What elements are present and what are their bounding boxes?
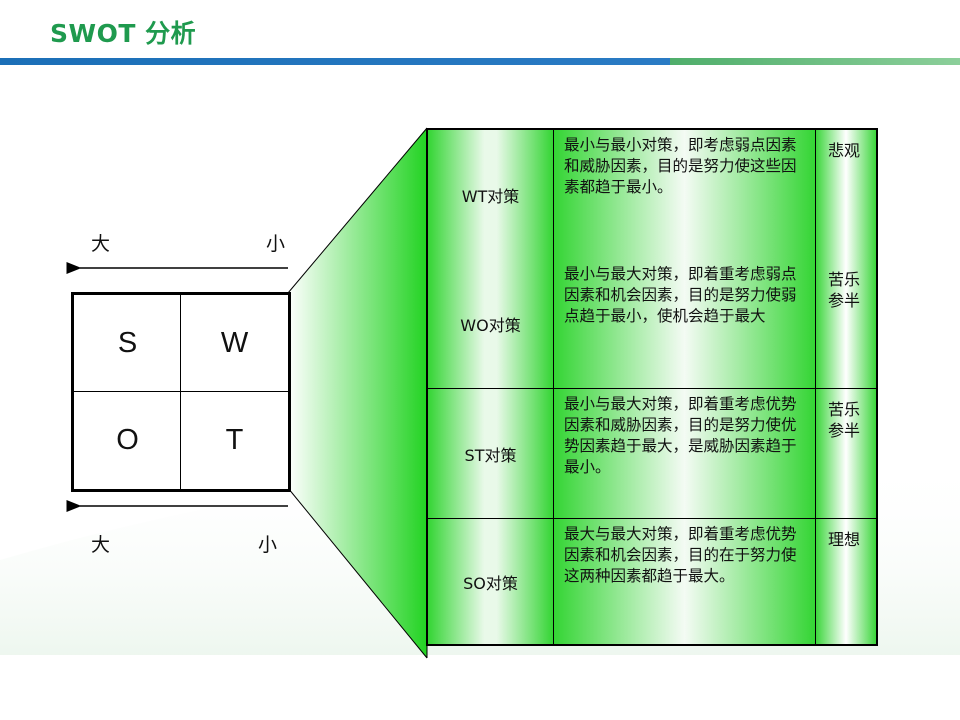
swot-cell-w: W	[220, 327, 249, 359]
top-axis-large-label: 大	[91, 233, 111, 255]
swot-cell-s: S	[117, 327, 138, 359]
funnel-connector	[288, 128, 427, 658]
strategy-name: WO对策	[428, 259, 554, 388]
strategy-description: 最小与最大对策，即着重考虑弱点因素和机会因素，目的是努力使弱点趋于最小，使机会趋…	[554, 259, 816, 388]
header-bar-blue	[0, 58, 670, 65]
strategy-outlook: 悲观	[816, 130, 876, 259]
table-row: WO对策 最小与最大对策，即着重考虑弱点因素和机会因素，目的是努力使弱点趋于最小…	[428, 259, 876, 389]
strategy-name: ST对策	[428, 389, 554, 518]
strategy-outlook-text: 苦乐参半	[828, 400, 861, 440]
matrix-divider-vertical	[180, 295, 181, 489]
bottom-axis-large-label: 大	[91, 534, 111, 556]
strategy-outlook-text: 悲观	[828, 141, 861, 160]
swot-cell-t: T	[225, 424, 244, 456]
top-axis-small-label: 小	[266, 233, 286, 255]
table-row: WT对策 最小与最小对策，即考虑弱点因素和威胁因素，目的是努力使这些因素都趋于最…	[428, 130, 876, 260]
strategy-outlook: 理想	[816, 519, 876, 644]
swot-cell-o: O	[116, 424, 139, 456]
strategy-outlook-text: 理想	[828, 530, 861, 549]
bottom-axis-small-label: 小	[258, 534, 278, 556]
strategy-name: WT对策	[428, 130, 554, 259]
strategy-name: SO对策	[428, 519, 554, 644]
strategy-outlook-text: 苦乐参半	[828, 270, 861, 310]
swot-matrix: S W O T	[71, 292, 291, 492]
funnel-top-edge	[287, 127, 428, 294]
strategy-outlook: 苦乐参半	[816, 389, 876, 518]
table-row: ST对策 最小与最大对策，即着重考虑优势因素和威胁因素，目的是努力使优势因素趋于…	[428, 389, 876, 519]
funnel-bottom-edge	[287, 487, 428, 659]
strategy-description: 最大与最大对策，即着重考虑优势因素和机会因素，目的在于努力使这两种因素都趋于最大…	[554, 519, 816, 644]
strategy-table: WT对策 最小与最小对策，即考虑弱点因素和威胁因素，目的是努力使这些因素都趋于最…	[426, 128, 878, 646]
strategy-description: 最小与最小对策，即考虑弱点因素和威胁因素，目的是努力使这些因素都趋于最小。	[554, 130, 816, 259]
matrix-divider-horizontal	[74, 391, 288, 392]
strategy-outlook: 苦乐参半	[816, 259, 876, 388]
header-bar-green	[670, 58, 960, 65]
page-title: SWOT 分析	[50, 19, 197, 48]
table-row: SO对策 最大与最大对策，即着重考虑优势因素和机会因素，目的在于努力使这两种因素…	[428, 519, 876, 644]
strategy-description: 最小与最大对策，即着重考虑优势因素和威胁因素，目的是努力使优势因素趋于最大，是威…	[554, 389, 816, 518]
